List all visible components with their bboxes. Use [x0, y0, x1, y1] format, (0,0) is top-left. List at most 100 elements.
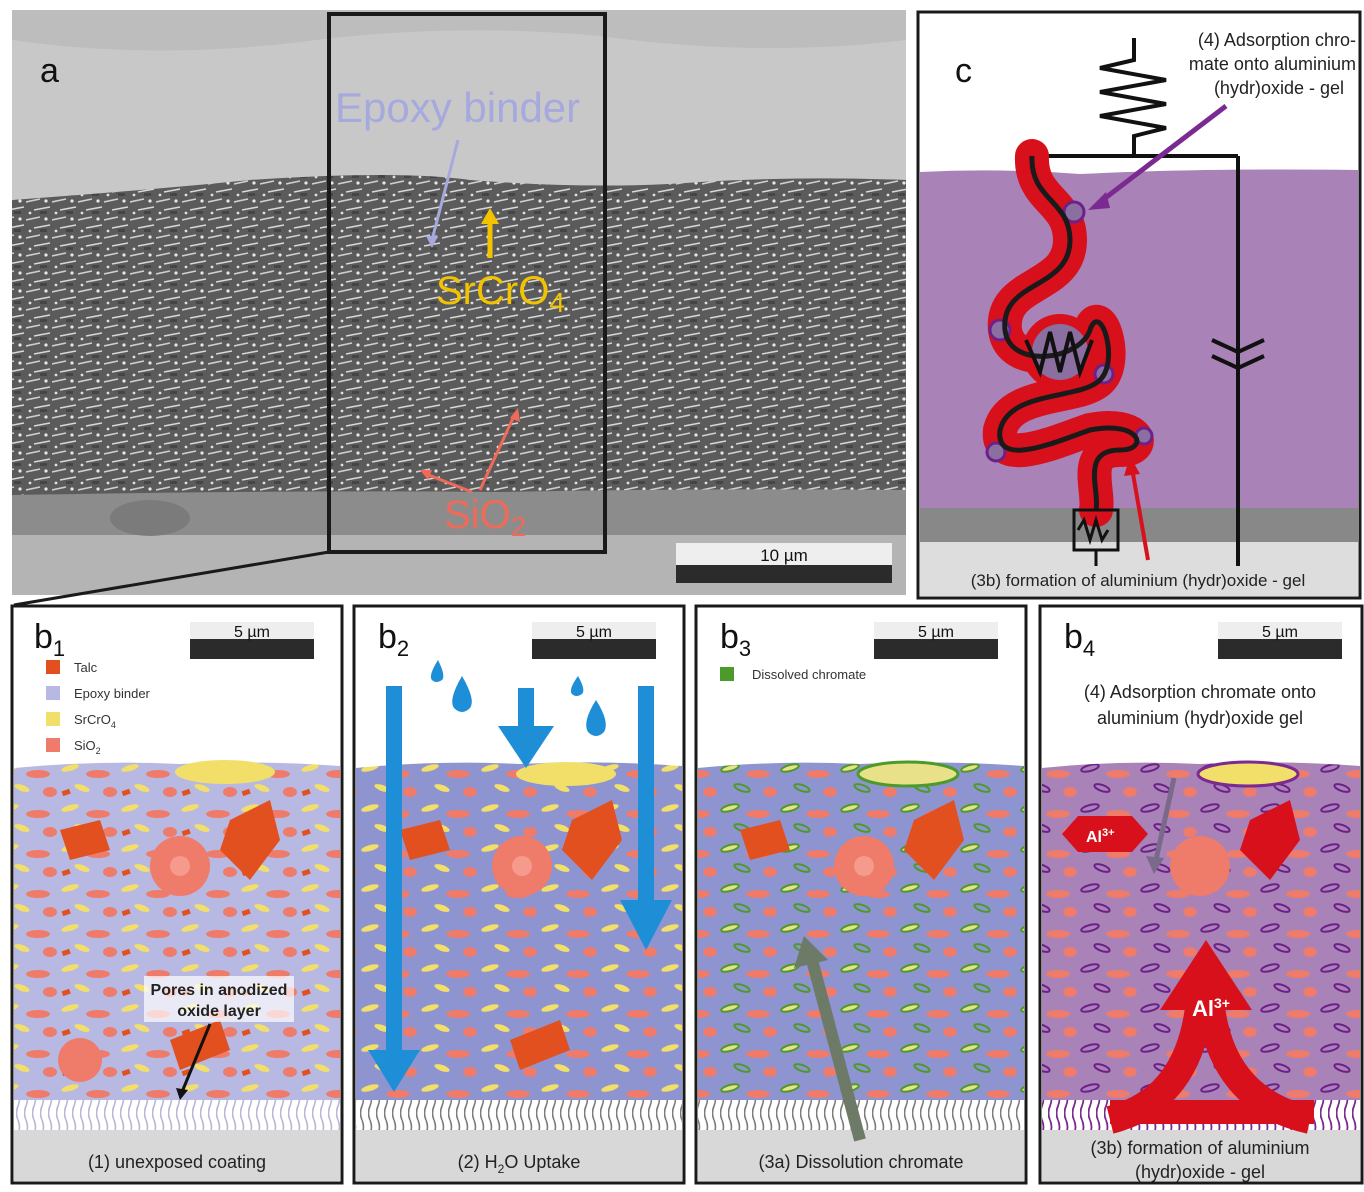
- al3-label-small: Al3+: [1086, 827, 1115, 846]
- scale-bar-b2-text: 5 µm: [576, 624, 612, 641]
- panel-a: a Epoxy binder SrCrO4 SiO2 10 µm: [12, 10, 906, 607]
- scale-bar-b1-text: 5 µm: [234, 624, 270, 641]
- b3-talc: [740, 820, 790, 860]
- water-drop-icon: [586, 700, 606, 736]
- water-drop-icon: [452, 676, 472, 712]
- b1-sio2-core: [170, 856, 190, 876]
- panel-c-top-label-2: mate onto aluminium: [1189, 54, 1356, 74]
- legend-label-talc: Talc: [74, 660, 98, 675]
- panel-c-bottom-label: (3b) formation of aluminium (hydr)oxide …: [971, 571, 1305, 590]
- legend-label-sio2: SiO2: [74, 738, 101, 756]
- panel-b4: Al3+ Al3+ b4 5 µm (4) Adsorption chromat…: [1038, 604, 1364, 1185]
- b2-talc: [510, 1020, 570, 1070]
- epoxy-arrow: [430, 139, 460, 241]
- pore-wire: [997, 155, 1140, 511]
- zoom-box: [327, 12, 607, 554]
- panel-c-top-label-3: (hydr)oxide - gel: [1214, 78, 1344, 98]
- b4-top-label-1: (4) Adsorption chromate onto: [1084, 682, 1316, 702]
- water-arrow-left-head: [368, 1050, 420, 1092]
- pores-arrow: [180, 1023, 212, 1093]
- water-arrow-left-shaft: [386, 686, 402, 1056]
- legend-swatch-epoxy: [46, 686, 60, 700]
- water-arrow-right-shaft: [638, 686, 654, 906]
- b4-talc: [1240, 800, 1300, 880]
- sio2-label: SiO2: [444, 493, 526, 542]
- b1-legend: Talc Epoxy binder SrCrO4 SiO2: [46, 660, 151, 756]
- scale-bar-b1: [190, 639, 314, 659]
- al3-label-big: Al3+: [1192, 995, 1230, 1021]
- top-resistor: [1099, 38, 1167, 156]
- scale-bar-b3-label-bg: [874, 622, 998, 639]
- legend-swatch-srcro4: [46, 712, 60, 726]
- scale-bar-b4-text: 5 µm: [1262, 624, 1298, 641]
- b1-pores: [14, 1100, 340, 1130]
- b4-substrate: [1042, 1130, 1360, 1181]
- pore-resistor: [1024, 331, 1094, 379]
- panel-b1: b1 5 µm Talc Epoxy binder SrCrO4 SiO2 Po…: [10, 604, 344, 1185]
- b4-adsorption-arrowhead: [1146, 856, 1164, 874]
- pores-label-bg: [144, 976, 294, 1022]
- dissolution-arrow: [806, 958, 866, 1142]
- substrate-region: [920, 542, 1358, 596]
- b4-srcro4-top: [1196, 760, 1300, 788]
- legend-label-srcro4: SrCrO4: [74, 712, 116, 730]
- al3-arrow-base: [1110, 1100, 1314, 1124]
- water-arrow-mid-head: [498, 726, 554, 768]
- legend-swatch-dissolved-chromate: [720, 667, 734, 681]
- b2-srcro4-top: [516, 762, 616, 786]
- epoxy-binder-label: Epoxy binder: [335, 84, 580, 131]
- b2-talc: [562, 800, 622, 880]
- b1-substrate: [14, 1130, 340, 1181]
- b1-talc: [220, 800, 280, 880]
- b1-talc: [60, 820, 110, 860]
- water-arrow-right-head: [620, 900, 672, 950]
- b3-coating: [698, 762, 1024, 1100]
- b2-substrate: [356, 1130, 682, 1181]
- cpe-symbol-1: [1211, 338, 1265, 355]
- b4-caption-1: (3b) formation of aluminium: [1090, 1138, 1309, 1158]
- sem-blob: [110, 500, 190, 536]
- sio2-arrowhead-2: [510, 408, 520, 422]
- al3-small-badge: [1062, 816, 1148, 852]
- b3-srcro4-top: [856, 760, 960, 788]
- b2-caption: (2) H2O Uptake: [458, 1152, 581, 1176]
- scale-bar-b3-text: 5 µm: [918, 624, 954, 641]
- scale-bar-b1-label-bg: [190, 622, 314, 639]
- panel-b4-letter: b4: [1064, 618, 1095, 661]
- scale-bar-b3: [874, 639, 998, 659]
- sem-coating-layer: [12, 175, 906, 495]
- scale-bar-a-label-bg: [676, 543, 892, 565]
- panel-c-top-label-1: (4) Adsorption chro-: [1198, 30, 1356, 50]
- panel-b3: b3 5 µm Dissolved chromate (3a) Dissolut…: [694, 604, 1028, 1185]
- b3-sio2-core: [854, 856, 874, 876]
- pores-arrowhead: [176, 1088, 188, 1100]
- panel-b2-letter: b2: [378, 618, 409, 661]
- cpe-symbol-2: [1211, 354, 1265, 371]
- epoxy-arrowhead: [426, 236, 438, 248]
- dissolution-arrowhead: [794, 936, 828, 968]
- pore-path: [982, 139, 1154, 527]
- panel-a-letter: a: [40, 52, 59, 90]
- b2-pores: [356, 1100, 682, 1130]
- bottom-rc-resistor: [1076, 514, 1110, 546]
- legend-swatch-sio2: [46, 738, 60, 752]
- b1-caption: (1) unexposed coating: [88, 1152, 266, 1172]
- scale-bar-b4-label-bg: [1218, 622, 1342, 639]
- scale-bar-b4: [1218, 639, 1342, 659]
- zoom-line-left: [13, 550, 330, 607]
- gel-region: [920, 169, 1358, 508]
- sem-top-gradient: [12, 10, 906, 51]
- srcro4-label: SrCrO4: [436, 269, 565, 318]
- legend-label-dissolved-chromate: Dissolved chromate: [752, 667, 866, 682]
- b3-talc: [904, 800, 964, 880]
- legend-label-epoxy: Epoxy binder: [74, 686, 151, 701]
- scale-bar-a: [676, 565, 892, 583]
- panel-b1-letter: b1: [34, 618, 65, 661]
- b4-top-label-2: aluminium (hydr)oxide gel: [1097, 708, 1303, 728]
- formation-arrow: [1130, 467, 1150, 561]
- pores-label-1: Pores in anodized: [151, 982, 288, 999]
- sem-oxide-layer: [12, 489, 906, 535]
- b1-srcro4-top: [175, 760, 275, 784]
- water-arrow-mid-shaft: [518, 688, 534, 730]
